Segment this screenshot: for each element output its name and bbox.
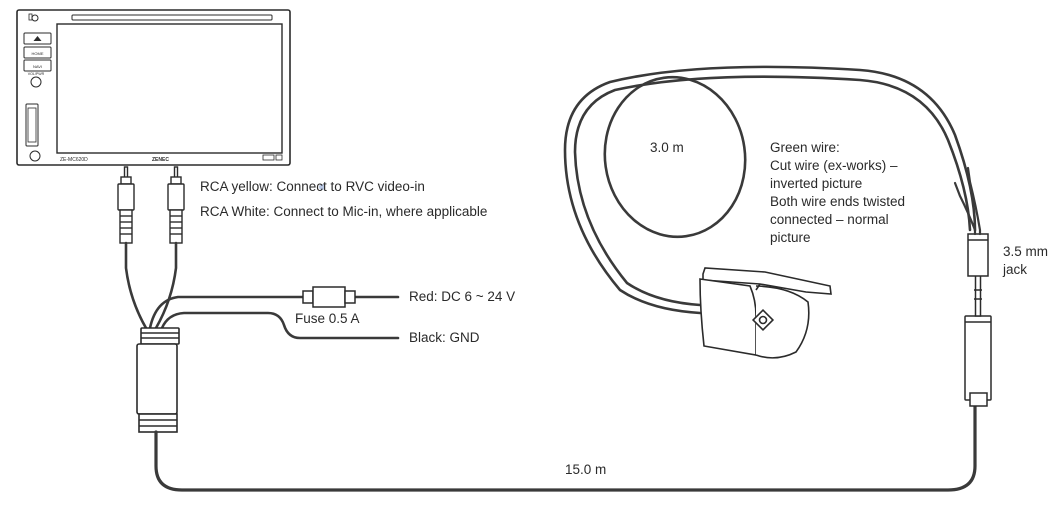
green-wire-line: Both wire ends twisted (770, 194, 906, 209)
label-cable-length: 15.0 m (565, 462, 607, 477)
rca-plug-white (167, 166, 185, 244)
head-unit-button-home: HOME (32, 51, 44, 56)
head-unit-brand: ZENEC (152, 157, 169, 163)
head-unit-button-navi: NAVI (33, 64, 42, 69)
label-black-wire: Black: GND (409, 330, 480, 345)
green-wire-line: picture (770, 230, 811, 245)
label-rca-yellow: RCA yellow: Connect to RVC video-in (200, 179, 425, 194)
label-jack-line-1: 3.5 mm (1003, 244, 1049, 259)
green-wire-line: Green wire: (770, 140, 840, 155)
fuse (302, 286, 356, 308)
coiled-cable (563, 65, 977, 315)
label-jack-line-2: jack (1003, 262, 1028, 277)
marker-dot (319, 184, 325, 190)
camera (699, 267, 832, 359)
green-wire-line: inverted picture (770, 176, 863, 191)
jack-3-5mm (964, 233, 992, 407)
main-cable (154, 404, 977, 492)
label-coil-length: 3.0 m (650, 140, 684, 155)
label-rca-white: RCA White: Connect to Mic-in, where appl… (200, 204, 488, 219)
label-fuse: Fuse 0.5 A (295, 311, 360, 326)
head-unit-knob-label: VOL/PWR (28, 72, 45, 76)
head-unit (16, 9, 291, 166)
harness-wires (124, 241, 400, 340)
head-unit-model: ZE-MC620D (60, 157, 88, 163)
green-wire-line: Cut wire (ex-works) – (770, 158, 898, 173)
green-wire-line: connected – normal (770, 212, 889, 227)
label-green-wire: Green wire: Cut wire (ex-works) – invert… (770, 139, 905, 247)
harness-connector (136, 327, 180, 433)
label-red-wire: Red: DC 6 ~ 24 V (409, 289, 516, 304)
rca-plug-yellow (117, 166, 135, 244)
